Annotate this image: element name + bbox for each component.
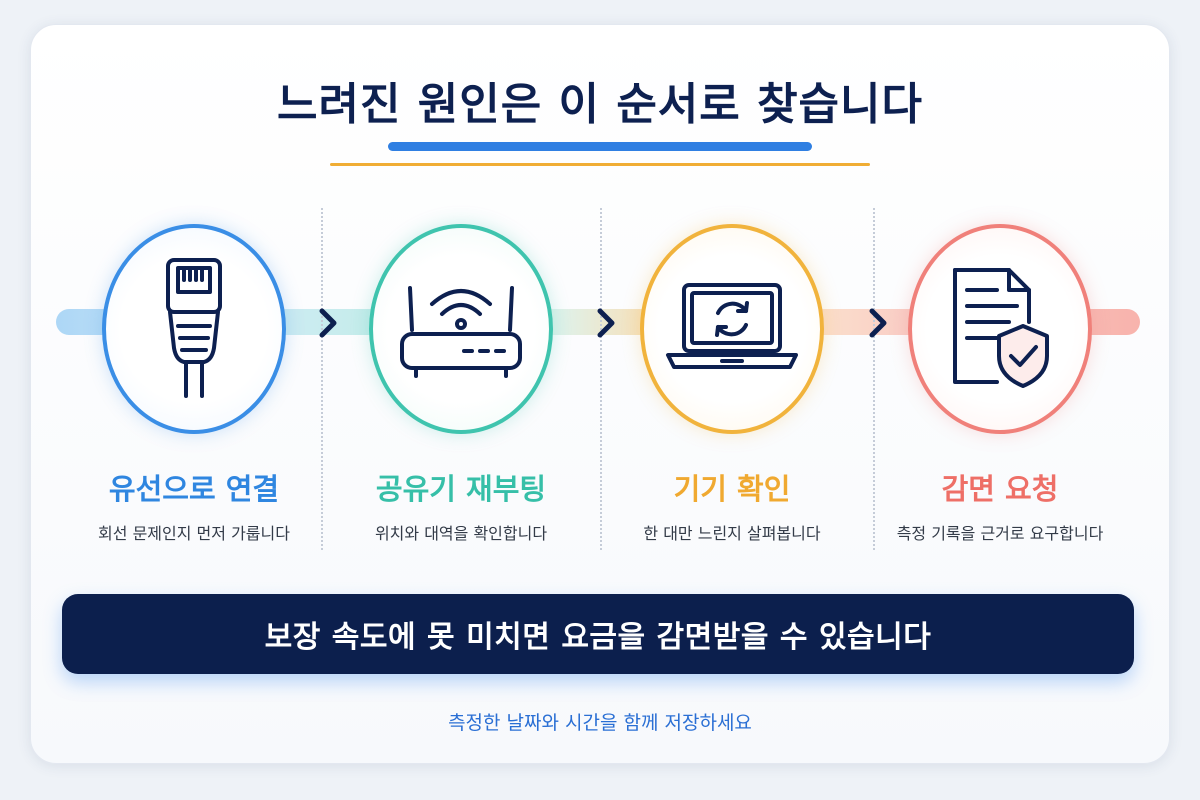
title-underline-gold	[330, 163, 870, 166]
step-1-title: 유선으로 연결	[108, 472, 280, 506]
step-3-circle	[640, 224, 824, 434]
step-divider-3	[873, 208, 875, 550]
banner-text: 보장 속도에 못 미치면 요금을 감면받을 수 있습니다	[264, 620, 932, 655]
page-title: 느려진 원인은 이 순서로 찾습니다	[277, 79, 923, 130]
footnote: 측정한 날짜와 시간을 함께 저장하세요	[448, 712, 752, 734]
step-1-circle	[102, 224, 286, 434]
step-2-desc: 위치와 대역을 확인합니다	[374, 524, 548, 543]
step-4-title: 감면 요청	[941, 472, 1059, 506]
step-1-desc: 회선 문제인지 먼저 가룹니다	[98, 524, 290, 543]
step-divider-1	[321, 208, 323, 550]
step-3-desc: 한 대만 느린지 살펴봅니다	[643, 524, 821, 543]
laptop-refresh-icon	[662, 279, 802, 379]
wifi-router-icon	[396, 274, 526, 384]
step-2-title: 공유기 재부팅	[375, 472, 547, 506]
ethernet-cable-icon	[154, 254, 234, 404]
chevron-right-icon	[314, 306, 342, 340]
chevron-right-icon	[864, 306, 892, 340]
notice-banner: 보장 속도에 못 미치면 요금을 감면받을 수 있습니다	[62, 594, 1134, 674]
step-3-title: 기기 확인	[673, 472, 791, 506]
step-4-desc: 측정 기록을 근거로 요구합니다	[896, 524, 1104, 543]
step-divider-2	[600, 208, 602, 550]
chevron-right-icon	[592, 306, 620, 340]
title-underline-blue	[388, 142, 812, 151]
step-2-circle	[369, 224, 553, 434]
step-4-circle	[908, 224, 1092, 434]
document-shield-icon	[945, 264, 1055, 394]
